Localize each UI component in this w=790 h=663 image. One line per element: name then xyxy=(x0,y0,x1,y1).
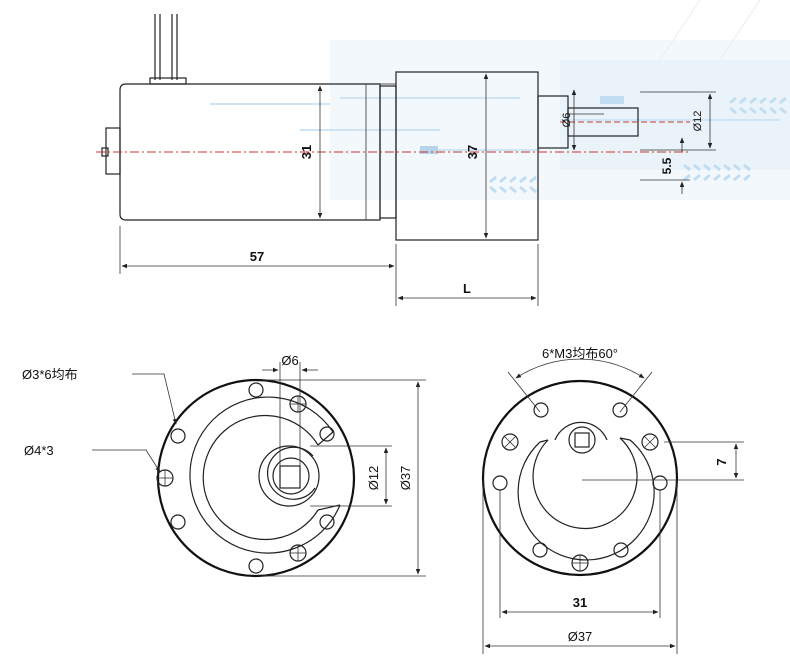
rear-threaded-holes xyxy=(501,433,659,572)
dim-gear-dia: 37 xyxy=(465,145,480,159)
front-threaded-holes xyxy=(156,395,307,562)
rear-dim-offset: 7 xyxy=(714,458,729,465)
side-view: 31 37 57 L Ø6 Ø12 5.5 xyxy=(96,14,716,306)
dim-flat: 5.5 xyxy=(660,157,674,174)
rear-dim-pcd: 31 xyxy=(573,595,587,610)
label-threads: 6*M3均布60° xyxy=(542,346,618,361)
front-dim-outer: Ø37 xyxy=(398,466,413,491)
label-holes: Ø4*3 xyxy=(24,443,54,458)
dim-shaft-dia: Ø6 xyxy=(561,113,573,128)
motor-body xyxy=(119,83,381,221)
front-view: Ø6 Ø12 Ø37 Ø3*6均布 Ø4*3 xyxy=(22,353,426,578)
dim-motor-dia: 31 xyxy=(299,145,314,159)
gearbox xyxy=(395,71,539,241)
front-mount-holes xyxy=(170,382,335,574)
front-dim-boss: Ø12 xyxy=(366,466,381,491)
front-boss xyxy=(258,445,320,507)
dim-gear-length: L xyxy=(463,281,471,296)
rear-view: 6*M3均布60° 7 31 xyxy=(481,346,744,654)
front-dim-shaft: Ø6 xyxy=(281,353,298,368)
front-outer-circle xyxy=(156,378,356,578)
lead-wires xyxy=(149,14,187,85)
rear-shaft xyxy=(568,426,596,454)
dim-body-length: 57 xyxy=(250,249,264,264)
label-mount-holes: Ø3*6均布 xyxy=(22,367,78,382)
front-shaft xyxy=(279,465,301,489)
rear-dim-outer: Ø37 xyxy=(568,629,593,644)
decorative-background xyxy=(210,0,790,200)
dim-boss-dia: Ø12 xyxy=(692,111,704,132)
rear-outer-circle xyxy=(481,379,679,577)
